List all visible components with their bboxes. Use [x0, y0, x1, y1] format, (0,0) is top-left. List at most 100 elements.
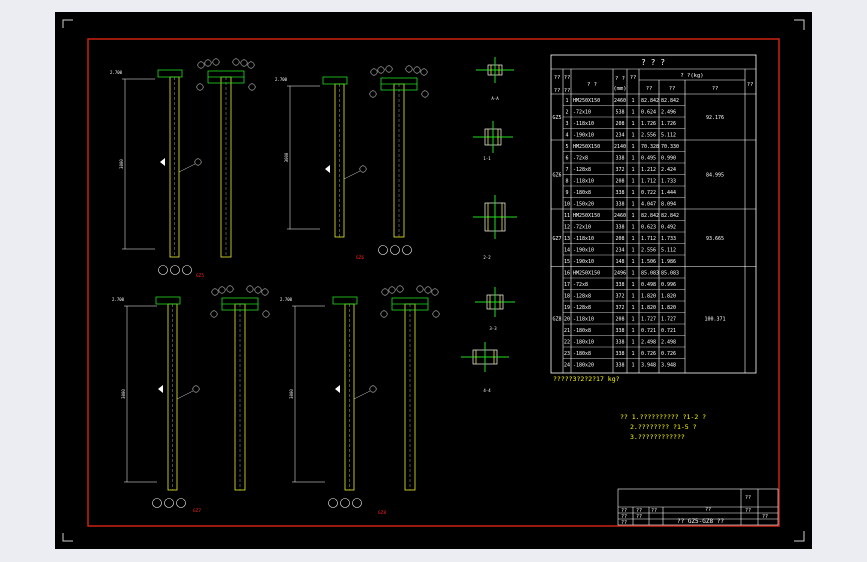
bom-cell-single: 2.498	[641, 340, 656, 346]
cap-plate	[155, 296, 181, 305]
bom-cell-len: 338	[615, 190, 624, 196]
bom-h-total: ??	[669, 86, 676, 92]
part-balloon	[359, 165, 367, 173]
elevation-text: 2.700	[110, 70, 123, 75]
bom-cell-sum: 1.726	[661, 121, 676, 127]
part-balloon	[247, 61, 255, 69]
bom-cell-no: 22	[564, 340, 570, 346]
bom-cell-single: 1.727	[641, 317, 656, 323]
bom-cell-qty: 1	[631, 294, 634, 300]
bom-cell-no: 3	[565, 121, 568, 127]
bom-cell-len: 338	[615, 225, 624, 231]
bom-cell-no: 6	[565, 156, 568, 162]
tb-cell-2: ??	[621, 520, 627, 526]
part-balloon	[192, 385, 200, 393]
part-balloon	[204, 59, 212, 67]
part-balloon	[226, 285, 234, 293]
bom-cell-sum: 1.444	[661, 190, 676, 196]
tb-cell-1: ??	[621, 514, 627, 520]
bom-cell-qty: 1	[631, 282, 634, 288]
bom-cell-spec: -150x20	[573, 202, 594, 208]
bom-cell-sum: 0.996	[661, 282, 676, 288]
bom-cell-no: 11	[564, 213, 570, 219]
part-balloon	[405, 65, 413, 73]
bom-cell-len: 2460	[614, 98, 626, 104]
viewport-corner-marks	[62, 19, 805, 542]
section-marker	[335, 385, 340, 393]
part-balloon	[194, 158, 202, 166]
bom-cell-no: 19	[564, 305, 570, 311]
section-marker	[158, 385, 163, 393]
axis-bubble	[328, 498, 338, 508]
bom-cell-single: 1.820	[641, 305, 656, 311]
bom-cell-spec: -180x8	[573, 351, 591, 357]
bom-cell-sum: 2.424	[661, 167, 676, 173]
detail-label: 1-1	[483, 156, 491, 161]
bom-cell-group-total: 93.665	[706, 236, 724, 242]
part-balloon	[232, 58, 240, 66]
bom-cell-no: 4	[565, 133, 568, 139]
part-balloon	[396, 285, 404, 293]
bom-cell-qty: 1	[631, 248, 634, 254]
bom-cell-len: 208	[615, 121, 624, 127]
bom-cell-single: 82.842	[641, 213, 659, 219]
bom-cell-qty: 1	[631, 144, 634, 150]
drawing-canvas[interactable]: 30002.700GZ530002.700GZ630002.700GZ73000…	[55, 12, 812, 549]
part-balloon	[254, 286, 262, 294]
bom-cell-qty: 1	[631, 190, 634, 196]
part-balloon	[381, 288, 389, 296]
part-balloon	[218, 286, 226, 294]
part-balloon	[196, 83, 204, 91]
tb-cell-4: ??	[636, 514, 642, 520]
section-detail-4: 3-3	[475, 287, 515, 331]
part-balloon	[240, 59, 248, 67]
bom-cell-single: 2.556	[641, 133, 656, 139]
bom-cell-sum: 82.842	[661, 98, 679, 104]
column-elevations: 30002.700GZ530002.700GZ630002.700GZ73000…	[110, 58, 440, 516]
bom-cell-spec: -118x10	[573, 236, 594, 242]
axis-bubble	[182, 265, 192, 275]
bom-cell-qty: 1	[631, 167, 634, 173]
bom-cell-sum: 0.721	[661, 328, 676, 334]
leader-line	[343, 170, 361, 180]
bom-cell-single: 0.722	[641, 190, 656, 196]
bom-cell-no: 13	[564, 236, 570, 242]
elevation-text: 2.700	[112, 297, 125, 302]
bom-cell-no: 10	[564, 202, 570, 208]
bom-h-no-b: ??	[564, 88, 571, 94]
bom-cell-member: GZ6	[552, 173, 561, 179]
bom-title: ? ? ?	[641, 58, 665, 67]
bom-cell-no: 17	[564, 282, 570, 288]
bom-h-qty: ??	[630, 75, 637, 81]
tb-cell-7: ??	[745, 495, 751, 501]
cap-plate	[322, 76, 348, 85]
bom-cell-single: 0.726	[641, 351, 656, 357]
bom-cell-spec: -118x10	[573, 317, 594, 323]
section-detail-3: 2-2	[473, 195, 517, 260]
bom-cell-len: 338	[615, 340, 624, 346]
bom-cell-qty: 1	[631, 98, 634, 104]
bom-cell-sum: 3.948	[661, 363, 676, 369]
bom-cell-sum: 1.727	[661, 317, 676, 323]
note-line-2: 2.???????? ?1-5 ?	[630, 423, 697, 431]
bom-cell-single: 1.506	[641, 259, 656, 265]
part-balloon	[197, 61, 205, 69]
axis-bubble	[352, 498, 362, 508]
bom-cell-spec: -180x20	[573, 363, 594, 369]
bom-cell-single: 1.712	[641, 179, 656, 185]
bom-cell-len: 208	[615, 179, 624, 185]
part-balloon	[413, 66, 421, 74]
part-balloon	[212, 58, 220, 66]
bom-cell-sum: 85.083	[661, 271, 679, 277]
part-balloon	[246, 285, 254, 293]
part-balloon	[261, 288, 269, 296]
bom-table: ? ? ? ?? ?? ?? ?? ? ? ? ? (mm	[550, 54, 757, 374]
bom-cell-len: 234	[615, 133, 624, 139]
bom-cell-qty: 1	[631, 225, 634, 231]
axis-bubble	[152, 498, 162, 508]
bom-cell-qty: 1	[631, 328, 634, 334]
section-detail-5: 4-4	[461, 342, 509, 393]
bom-cell-len: 372	[615, 167, 624, 173]
bom-cell-no: 9	[565, 190, 568, 196]
